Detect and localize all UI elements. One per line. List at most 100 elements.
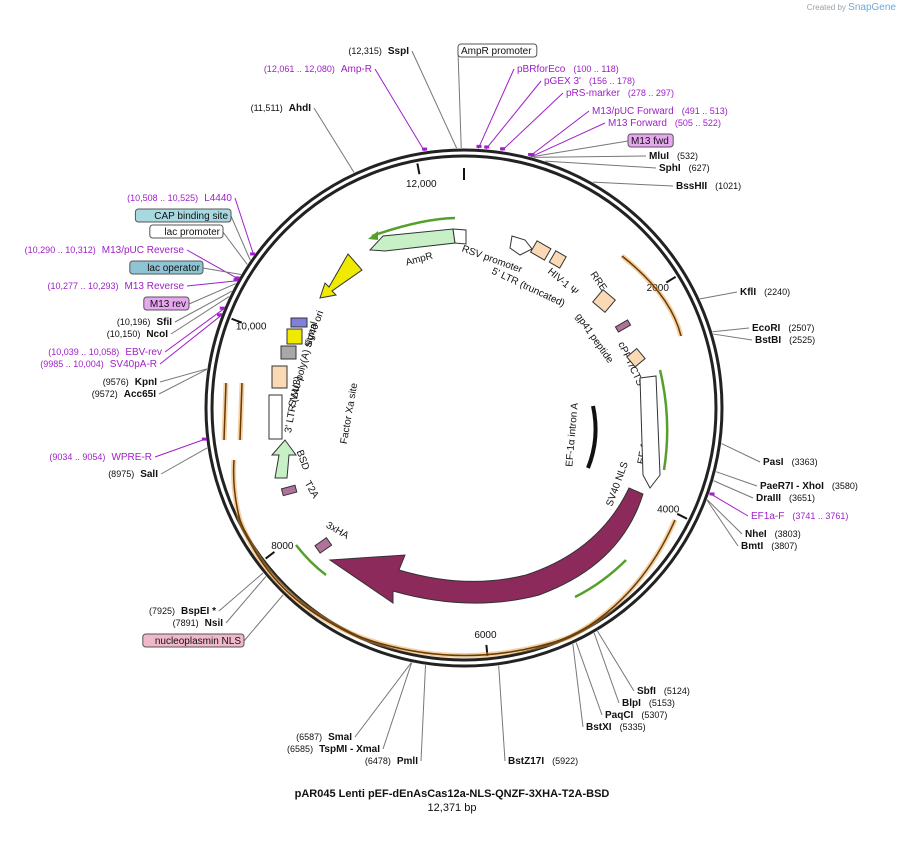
- ruler-label-2000: 2000: [647, 283, 670, 294]
- leader-prs-marker: [501, 92, 564, 152]
- leader-paer7i-xhoi: [715, 471, 758, 487]
- leader-nsii: [225, 576, 267, 624]
- site-label-bmti: BmtI(3807): [741, 541, 797, 552]
- leader-wpre-r: [154, 438, 207, 458]
- leader-tspmi-xmai: [382, 662, 413, 750]
- feature-box-cap-binding-site: CAP binding site: [154, 211, 228, 222]
- site-label-blpi: BlpI(5153): [622, 698, 675, 709]
- site-label-nsii: (7891)NsiI: [173, 618, 224, 629]
- leader-m13-forward: [530, 122, 606, 158]
- leader-bsshii: [592, 181, 674, 187]
- wpre-ltr-features: [268, 317, 308, 440]
- primer-mark-m13-puc-reverse: [234, 276, 240, 280]
- site-label-sbfi: SbfI(5124): [637, 686, 690, 697]
- leader-bspei-: [218, 572, 264, 612]
- ruler-label-6000: 6000: [474, 630, 497, 641]
- leader-kpni: [159, 368, 208, 383]
- site-label-bspei-: (7925)BspEI *: [149, 606, 216, 617]
- leader-bmti: [706, 499, 739, 547]
- feature-box-bg-cap-binding-site: [134, 208, 232, 223]
- primer-mark-prs-marker: [500, 147, 506, 151]
- feature-label-3xha: 3xHA: [324, 520, 351, 542]
- leader-sfii: [174, 290, 232, 323]
- ruler-tick-8000: [265, 551, 276, 560]
- ruler-label-4000: 4000: [657, 504, 680, 515]
- site-label-ncoi: (10,150)NcoI: [107, 329, 168, 340]
- leader-m13-puc-reverse: [186, 249, 239, 280]
- site-label-sfii: (10,196)SfiI: [117, 317, 172, 328]
- primer-mark-wpre-r: [201, 437, 207, 441]
- primer-mark-ebv-rev: [219, 306, 225, 310]
- primer-mark-ef1a-f: [709, 492, 715, 496]
- primer-mark-sv40pa-r: [217, 313, 223, 317]
- leader-ef1a-f: [709, 492, 749, 517]
- primer-mark-l4440: [250, 252, 256, 256]
- leader-l4440: [234, 197, 255, 256]
- site-label-pmli: (6478)PmlI: [365, 756, 418, 767]
- leader-pbrforeco: [477, 68, 515, 149]
- site-label-kpni: (9576)KpnI: [103, 377, 157, 388]
- leader-sphi: [545, 160, 657, 169]
- bsd-arrow: [270, 439, 297, 479]
- site-label-ahdi: (11,511)AhdI: [251, 103, 312, 114]
- site-label-ecori: EcoRI(2507): [752, 323, 814, 334]
- feature-label-ef-1-intron-a: EF-1α intron A: [564, 402, 581, 467]
- site-label-m13-reverse: (10,277 .. 10,293)M13 Reverse: [47, 281, 184, 292]
- site-label-pgex-3-: pGEX 3'(156 .. 178): [544, 76, 635, 87]
- feature-box-bg-m13-rev: [143, 296, 190, 311]
- site-label-m13-puc-reverse: (10,290 .. 10,312)M13/pUC Reverse: [25, 245, 185, 256]
- leader-blpi: [593, 632, 620, 704]
- feature-label-t2a: T2A: [302, 479, 321, 501]
- site-label-amp-r: (12,061 .. 12,080)Amp-R: [264, 64, 372, 75]
- site-label-sv40pa-r: (9985 .. 10,004)SV40pA-R: [40, 359, 157, 370]
- leader-lac-operator: [202, 267, 241, 275]
- plasmid-name: pAR045 Lenti pEF-dEnAsCas12a-NLS-QNZF-3X…: [294, 788, 610, 800]
- leader-pasi: [721, 443, 761, 463]
- ascpf1-arrow: [295, 487, 644, 604]
- leader-pgex-3-: [485, 80, 542, 150]
- site-label-paer7i-xhoi: PaeR7I - XhoI(3580): [760, 481, 858, 492]
- site-label-m13-forward: M13 Forward(505 .. 522): [608, 118, 721, 129]
- feature-label-factor-xa-site: Factor Xa site: [339, 382, 361, 445]
- feature-box-bg-lac-promoter: [149, 224, 224, 239]
- site-label-smai: (6587)SmaI: [296, 732, 352, 743]
- leader-ahdi: [313, 107, 355, 173]
- leader-m13-puc-forward: [529, 110, 590, 157]
- leader-m13-reverse: [186, 280, 238, 287]
- feature-box-m13-rev: M13 rev: [150, 299, 186, 310]
- site-label-draiii: DraIII(3651): [756, 493, 815, 504]
- leader-kfli: [699, 291, 738, 300]
- site-label-ef1a-f: EF1a-F(3741 .. 3761): [751, 511, 848, 522]
- leader-m13-rev: [188, 283, 236, 305]
- site-label-bstbi: BstBI(2525): [755, 335, 815, 346]
- backbone-outer-ring: [204, 148, 724, 668]
- rsv-5ltr-features: [509, 235, 646, 368]
- feature-box-bg-m13-fwd: [627, 133, 674, 148]
- leader-nhei: [706, 499, 743, 535]
- 3xha-t2a-features: [280, 484, 333, 554]
- ruler-label-12000: 12,000: [406, 179, 437, 190]
- site-label-sspi: (12,315)SspI: [348, 46, 409, 57]
- leader-sv40pa-r: [159, 315, 222, 365]
- ef1a-promoter-arrow: [639, 369, 669, 489]
- leader-paqci: [575, 642, 603, 716]
- leader-ncoi: [170, 296, 230, 335]
- primer-mark-m13-forward: [529, 153, 535, 157]
- plasmid-size: 12,371 bp: [427, 802, 477, 814]
- leader-bstz17i: [498, 665, 506, 762]
- leader-bstxi: [572, 644, 584, 728]
- ori-arrow: [319, 253, 363, 299]
- primer-mark-pbrforeco: [476, 144, 482, 148]
- leader-sspi: [411, 50, 458, 149]
- site-label-acc65i: (9572)Acc65I: [92, 389, 156, 400]
- ruler-tick-4000: [676, 512, 688, 520]
- feature-box-bg-ampr-promoter: [457, 43, 538, 58]
- site-label-sali: (8975)SalI: [108, 469, 158, 480]
- site-label-ebv-rev: (10,039 .. 10,058)EBV-rev: [48, 347, 162, 358]
- leader-ebv-rev: [164, 308, 224, 353]
- leader-ecori: [712, 327, 750, 333]
- leader-sali: [160, 447, 208, 475]
- feature-box-lac-operator: lac operator: [147, 263, 200, 274]
- leader-sbfi: [597, 630, 635, 692]
